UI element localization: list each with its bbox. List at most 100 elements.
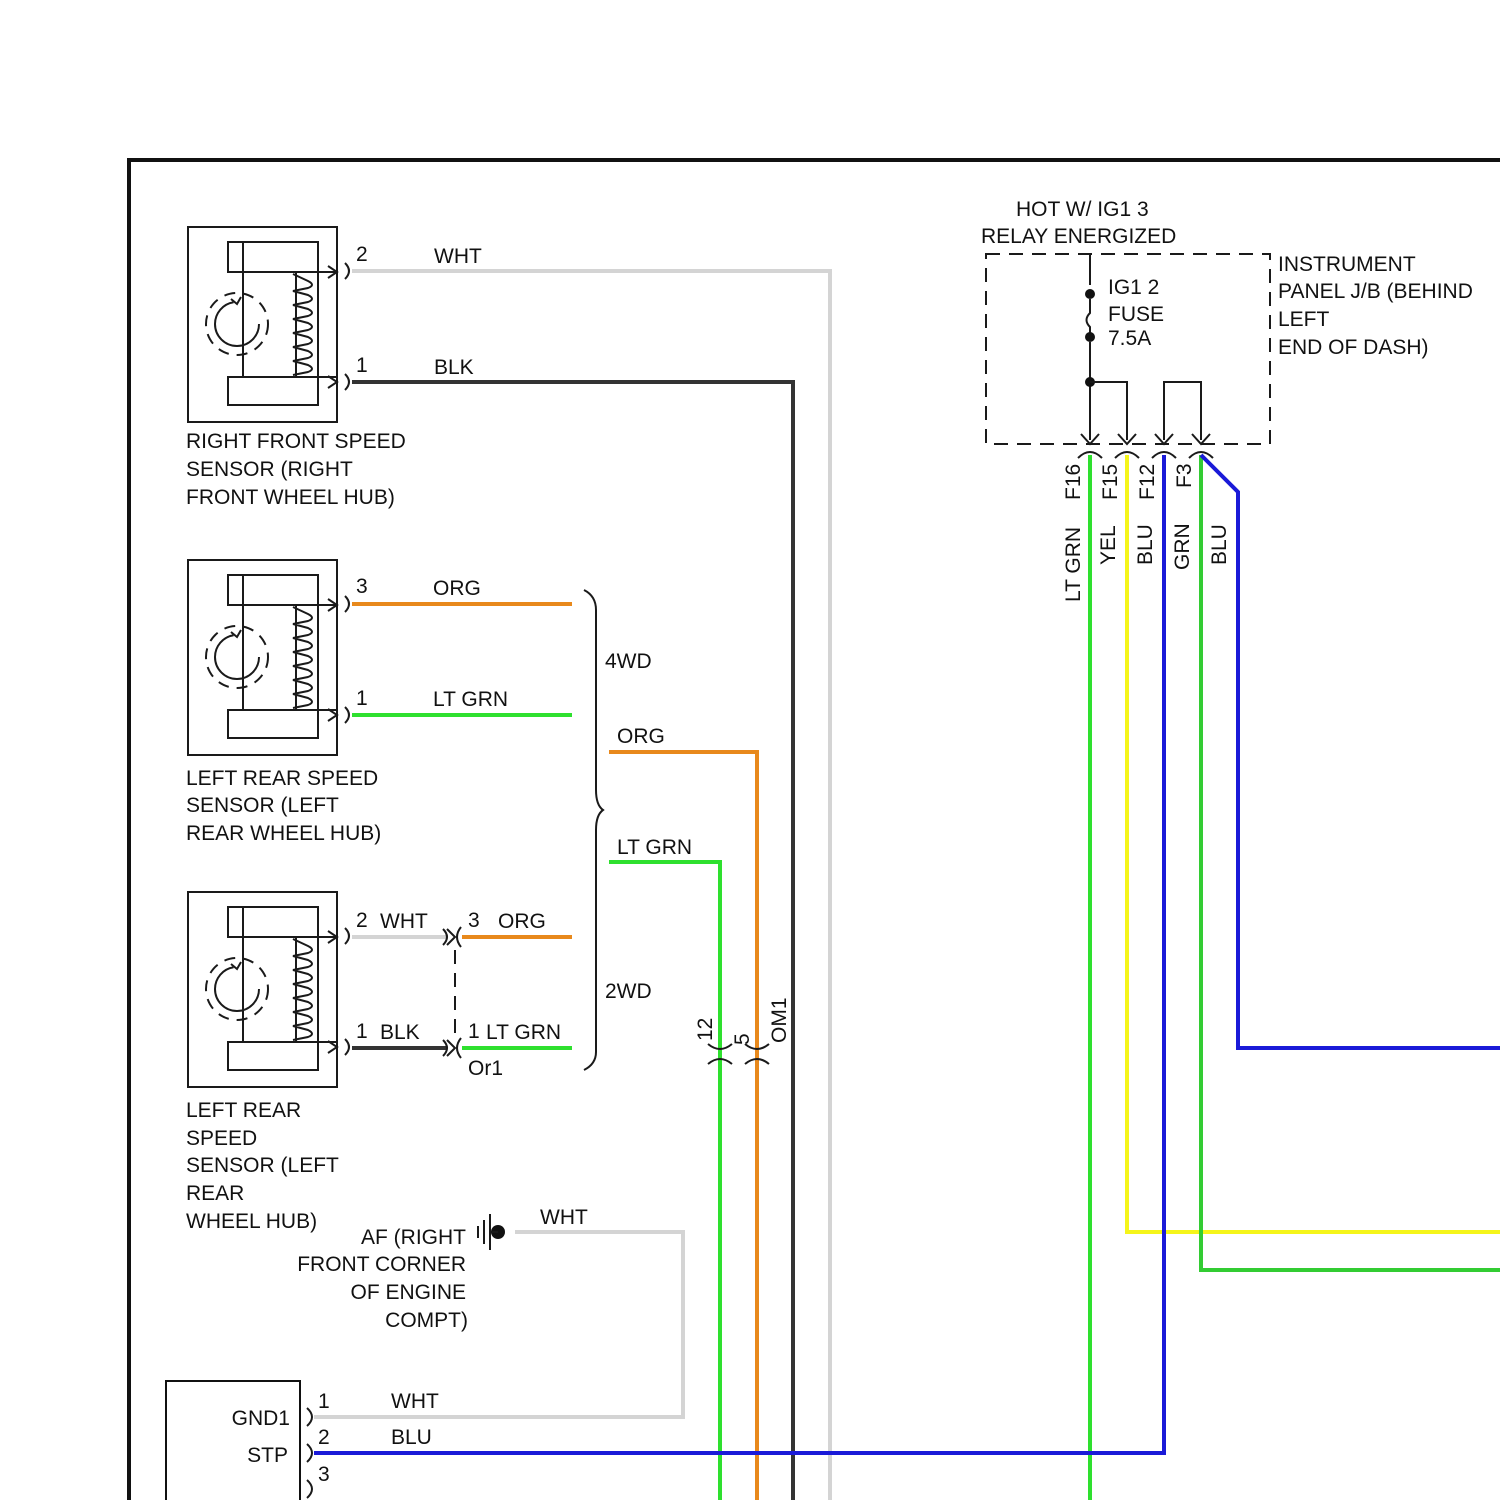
lr2-wire-bottom-label: BLK <box>380 1021 420 1044</box>
module-wire1-label: WHT <box>391 1390 439 1413</box>
wire-color-yel: YEL <box>1097 525 1120 565</box>
sensor-core <box>228 907 318 1070</box>
4wd-2wd-brace <box>584 590 603 1070</box>
panel-line3: LEFT <box>1278 308 1330 331</box>
rf-label-line3: FRONT WHEEL HUB) <box>186 486 395 509</box>
wire-out-ltgrn <box>609 862 720 1500</box>
lr4-pin-top: 3 <box>356 575 368 598</box>
fuse-line3: 7.5A <box>1108 327 1151 350</box>
or1-wire-bottom-label: LT GRN <box>486 1021 561 1044</box>
ground-label-line1: AF (RIGHT <box>361 1226 466 1249</box>
sensor-pin-arrow-bottom <box>296 709 337 721</box>
sensor-connector-bottom <box>345 1039 349 1055</box>
hot-line2: RELAY ENERGIZED <box>981 225 1176 248</box>
lr2-label-line3: SENSOR (LEFT <box>186 1154 339 1177</box>
module-connector-pins <box>307 1408 312 1498</box>
left-rear-speed-sensor-4wd <box>188 560 349 755</box>
sensor-pin-arrow-top <box>296 931 337 943</box>
module-box <box>166 1381 300 1500</box>
out-org-label: ORG <box>617 725 665 748</box>
or1-pin-bottom: 1 <box>468 1020 480 1043</box>
left-rear-speed-sensor-2wd <box>188 892 349 1087</box>
module-wire2-label: BLU <box>391 1426 432 1449</box>
lr2-label-line5: WHEEL HUB) <box>186 1210 317 1233</box>
or1-wire-top-label: ORG <box>498 910 546 933</box>
rf-wire-bottom-label: BLK <box>434 356 474 379</box>
lr2-label-line2: SPEED <box>186 1127 257 1150</box>
lr4-wire-top-label: ORG <box>433 577 481 600</box>
rf-pin-bottom: 1 <box>356 354 368 377</box>
lr4-label-line3: REAR WHEEL HUB) <box>186 822 381 845</box>
or1-connector-name: Or1 <box>468 1057 503 1080</box>
hot-line1: HOT W/ IG1 3 <box>1016 198 1149 221</box>
sensor-connector-top <box>345 596 349 612</box>
module-pin1-name: GND1 <box>232 1407 290 1430</box>
sensor-housing <box>188 892 337 1087</box>
wire-color-grn: GRN <box>1171 523 1194 570</box>
sensor-core <box>228 575 318 738</box>
wire-color-blu: BLU <box>1134 524 1157 565</box>
sensor-pin-arrow-top <box>296 266 337 278</box>
terminal-f3: F3 <box>1173 463 1196 488</box>
ground-label-line3: OF ENGINE <box>350 1281 466 1304</box>
om1-pin-b: 5 <box>731 1033 754 1045</box>
lr2-pin-bottom: 1 <box>356 1020 368 1043</box>
module-pin2-name: STP <box>247 1444 288 1467</box>
tone-wheel-icon <box>206 293 268 355</box>
lr4-pin-bottom: 1 <box>356 687 368 710</box>
fuse-node-top <box>1085 289 1095 299</box>
lr4-wire-bottom-label: LT GRN <box>433 688 508 711</box>
lr2-wire-top-label: WHT <box>380 910 428 933</box>
sensor-housing <box>188 560 337 755</box>
fuse-line1: IG1 2 <box>1108 276 1159 299</box>
sensor-pin-arrow-bottom <box>296 1041 337 1053</box>
lr2-pin-top: 2 <box>356 909 368 932</box>
lr4-label-line2: SENSOR (LEFT <box>186 794 339 817</box>
rf-pin-top: 2 <box>356 243 368 266</box>
module-pin3: 3 <box>318 1463 330 1486</box>
wire-f3-grn <box>1201 455 1500 1270</box>
ground-symbol <box>478 1214 505 1250</box>
right-front-speed-sensor <box>188 227 349 422</box>
ground-wire-label: WHT <box>540 1206 588 1229</box>
panel-line1: INSTRUMENT <box>1278 253 1416 276</box>
rf-label-line1: RIGHT FRONT SPEED <box>186 430 406 453</box>
lr2-label-line1: LEFT REAR <box>186 1099 301 1122</box>
sensor-connector-top <box>345 263 349 279</box>
or1-pin-top: 3 <box>468 909 480 932</box>
rf-wire-top-label: WHT <box>434 245 482 268</box>
wire-rf-blk <box>352 382 793 1500</box>
wire-f3-blu <box>1201 455 1500 1048</box>
lr4-label-line1: LEFT REAR SPEED <box>186 767 378 790</box>
module-pin1: 1 <box>318 1390 330 1413</box>
brace-label-4wd: 4WD <box>605 650 652 673</box>
sensor-connector-bottom <box>345 707 349 723</box>
ground-label-line4: COMPT) <box>385 1309 468 1332</box>
tone-wheel-icon <box>206 958 268 1020</box>
sensor-pin-arrow-bottom <box>296 376 337 388</box>
tone-wheel-icon <box>206 626 268 688</box>
lr2-label-line4: REAR <box>186 1182 244 1205</box>
wire-color-blu-2: BLU <box>1208 524 1231 565</box>
wire-color-ltgrn: LT GRN <box>1062 527 1085 602</box>
wire-f15-yel <box>1127 455 1500 1232</box>
om1-connector-name: OM1 <box>768 997 791 1043</box>
om1-connector <box>708 1044 769 1064</box>
sensor-pin-arrow-top <box>296 599 337 611</box>
panel-line2: PANEL J/B (BEHIND <box>1278 280 1473 303</box>
fuse-node-bottom <box>1085 332 1095 342</box>
sensor-housing <box>188 227 337 422</box>
panel-line4: END OF DASH) <box>1278 336 1429 359</box>
om1-pin-a: 12 <box>694 1018 717 1041</box>
module-pin2: 2 <box>318 1426 330 1449</box>
fuse-line2: FUSE <box>1108 303 1164 326</box>
terminal-f12: F12 <box>1136 464 1159 500</box>
ground-label-line2: FRONT CORNER <box>297 1253 466 1276</box>
out-ltgrn-label: LT GRN <box>617 836 692 859</box>
brace-label-2wd: 2WD <box>605 980 652 1003</box>
terminal-f16: F16 <box>1062 464 1085 500</box>
rf-label-line2: SENSOR (RIGHT <box>186 458 353 481</box>
sensor-connector-top <box>345 928 349 944</box>
fuse-symbol <box>1087 299 1091 333</box>
